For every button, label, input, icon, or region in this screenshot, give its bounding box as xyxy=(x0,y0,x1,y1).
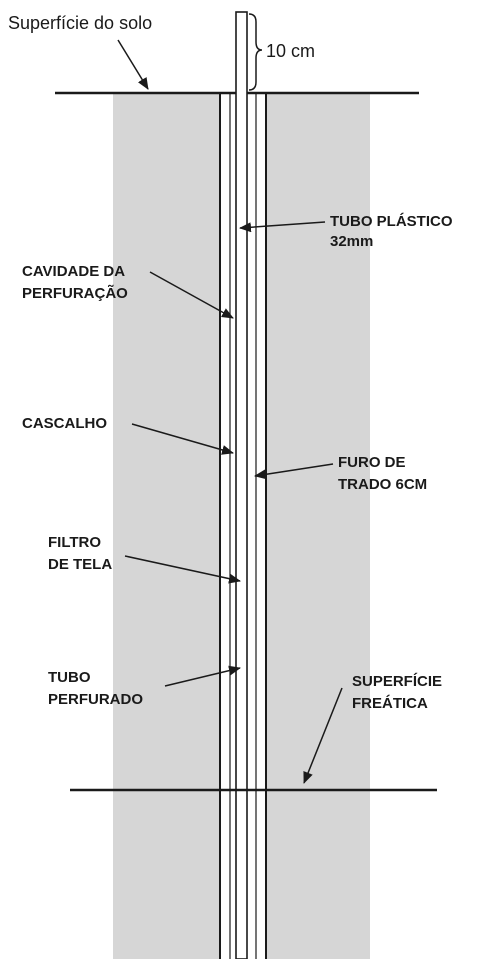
arrow-water-table xyxy=(303,687,343,784)
label-water-table-1: SUPERFÍCIE xyxy=(352,673,442,690)
label-auger-hole-1: FURO DE xyxy=(338,454,406,471)
label-screen-filter-1: FILTRO xyxy=(48,534,101,551)
arrow-perforated-tube xyxy=(164,665,241,687)
label-extension: 10 cm xyxy=(266,41,315,61)
label-gravel: CASCALHO xyxy=(22,415,107,432)
label-borehole-cavity-1: CAVIDADE DA xyxy=(22,263,125,280)
label-screen-filter-2: DE TELA xyxy=(48,556,112,573)
plastic-tube xyxy=(235,11,248,960)
arrow-borehole-cavity xyxy=(149,271,234,319)
soil-left xyxy=(113,93,220,959)
label-perforated-tube-2: PERFURADO xyxy=(48,691,143,708)
arrow-gravel xyxy=(131,423,234,455)
label-plastic-tube-2: 32mm xyxy=(330,233,373,250)
arrow-screen-filter xyxy=(124,555,241,584)
label-borehole-cavity-2: PERFURAÇÃO xyxy=(22,284,128,302)
label-plastic-tube-1: TUBO PLÁSTICO xyxy=(330,213,453,230)
arrow-ground-surface xyxy=(117,39,149,90)
soil-right xyxy=(266,93,370,959)
arrow-auger-hole xyxy=(254,463,334,480)
label-water-table-2: FREÁTICA xyxy=(352,695,428,712)
label-ground-surface: Superfície do solo xyxy=(8,13,152,33)
label-perforated-tube-1: TUBO xyxy=(48,669,91,686)
label-auger-hole-2: TRADO 6CM xyxy=(338,476,427,493)
arrow-plastic-tube xyxy=(239,221,326,233)
extension-brace xyxy=(248,13,263,91)
